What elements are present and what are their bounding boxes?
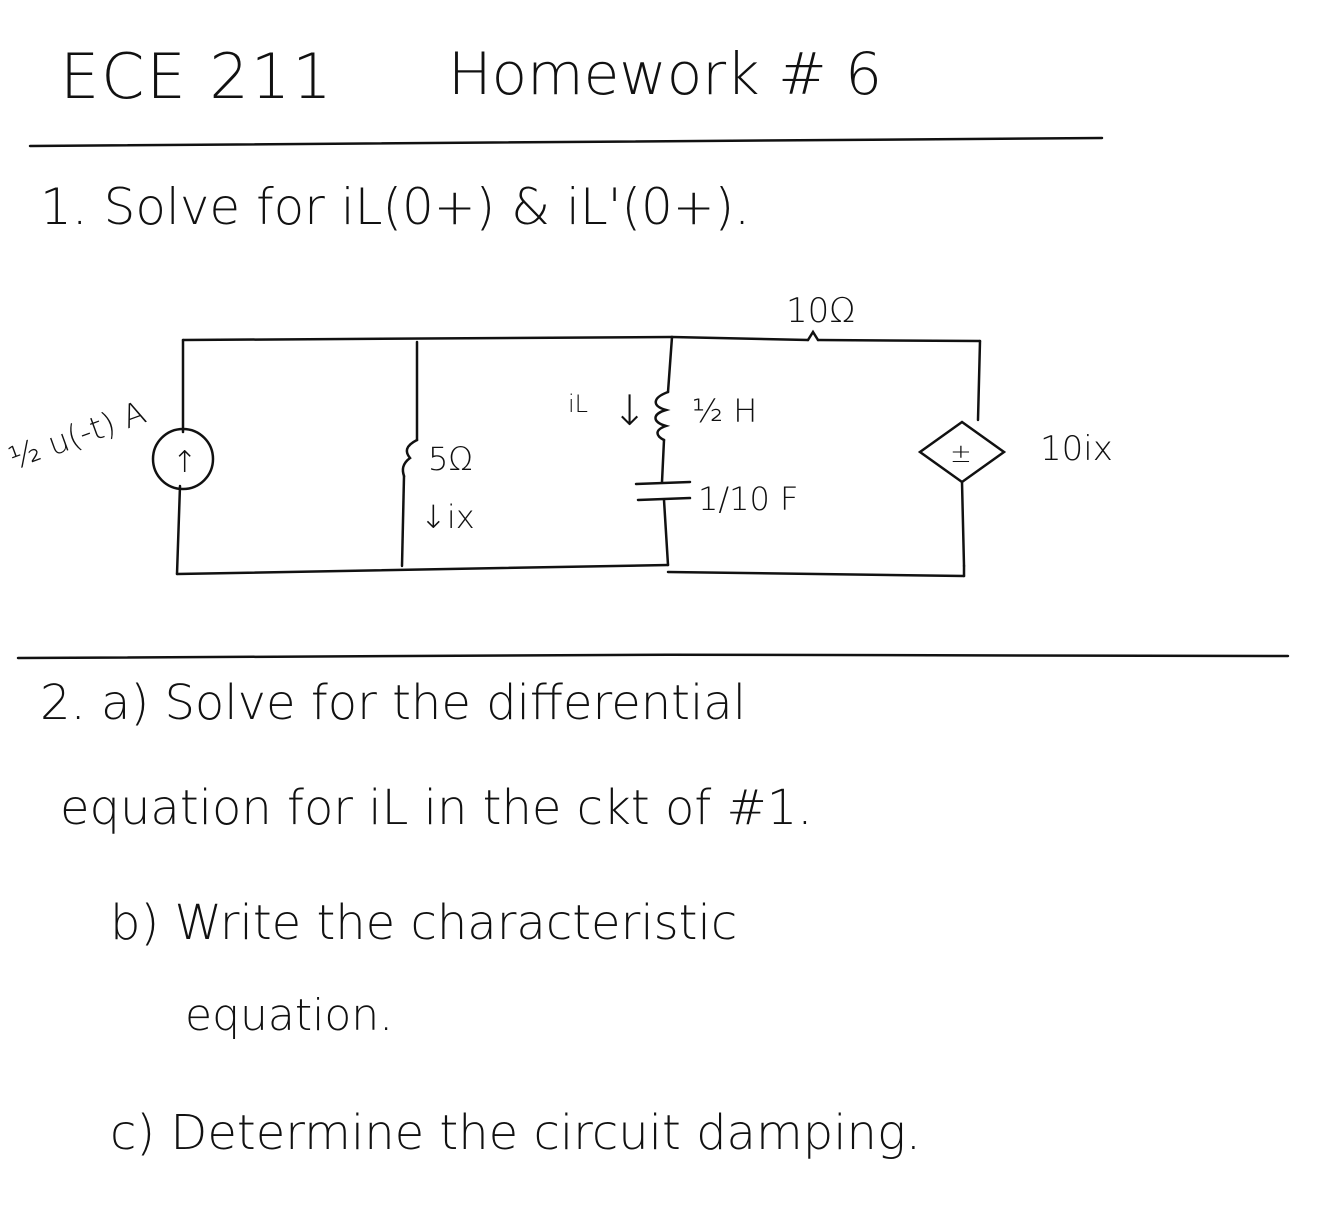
wire-dep-upper xyxy=(976,339,982,422)
wire-bottom-right xyxy=(666,570,966,578)
resistor-10-icon xyxy=(806,329,820,342)
ix-label: ↓ix xyxy=(420,498,475,536)
wire-r5-lower xyxy=(400,474,406,568)
il-arrow: ↓ xyxy=(612,386,647,435)
il-label: iL xyxy=(568,390,588,418)
wire-l-c xyxy=(660,438,666,484)
problem-1-text: 1. Solve for iL(0+) & iL'(0+). xyxy=(40,178,751,236)
wire-l-upper xyxy=(666,335,674,394)
inductor-label: ½ H xyxy=(692,392,757,430)
resistor-5-icon xyxy=(401,438,419,478)
wire-dep-lower xyxy=(960,480,966,568)
problem-2a-line-1: 2. a) Solve for the differential xyxy=(40,675,747,731)
resistor-10-label: 10Ω xyxy=(786,291,855,331)
wire-bottom-left xyxy=(175,563,670,576)
problem-2c-line-1: c) Determine the circuit damping. xyxy=(110,1105,922,1161)
inductor-icon xyxy=(654,390,671,442)
current-source-arrow: ↑ xyxy=(172,445,197,480)
problem-2a-line-2: equation for iL in the ckt of #1. xyxy=(60,780,813,836)
homework-title: Homework # 6 xyxy=(448,40,883,108)
capacitor-plate-top xyxy=(634,480,692,486)
wire-source-lower xyxy=(175,484,182,576)
dependent-source-sign: ± xyxy=(950,439,972,469)
problem-2b-line-1: b) Write the characteristic xyxy=(110,895,738,951)
dependent-source-label: 10ix xyxy=(1040,429,1113,469)
wire-c-lower xyxy=(662,498,670,567)
problem-2b-line-2: equation. xyxy=(185,990,394,1041)
course-title: ECE 211 xyxy=(60,40,334,113)
wire-left-top xyxy=(181,335,674,342)
current-source-label: ½ u(-t) A xyxy=(4,393,151,477)
wire-right-top-a xyxy=(670,335,810,342)
wire-right-top-b xyxy=(816,338,982,343)
capacitor-label: 1/10 F xyxy=(698,480,798,518)
current-source-icon xyxy=(151,427,215,491)
resistor-5-label: 5Ω xyxy=(428,440,473,478)
